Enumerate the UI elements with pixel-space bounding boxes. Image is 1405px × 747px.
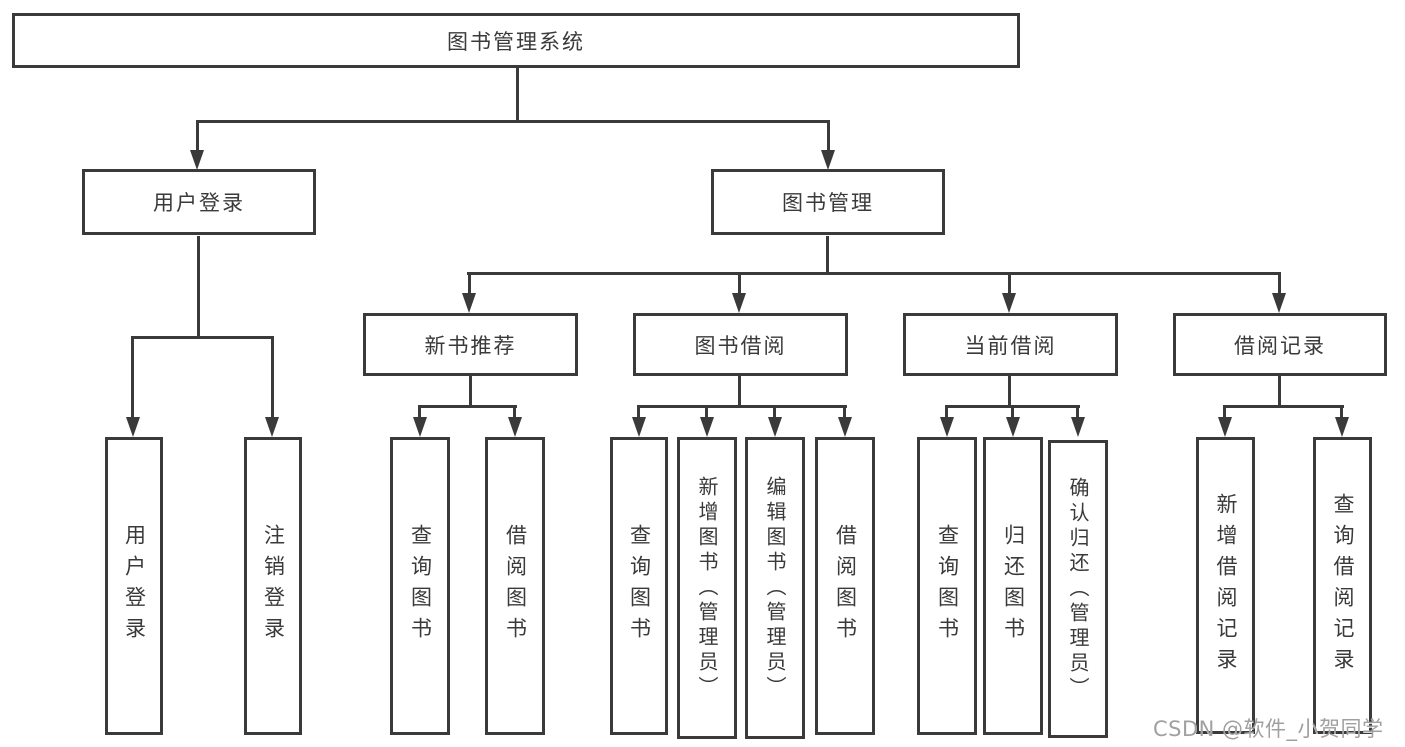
- connector-line: [197, 236, 200, 339]
- arrow-down-icon: [632, 417, 646, 437]
- connector-line: [637, 405, 640, 419]
- arrow-down-icon: [1335, 417, 1349, 437]
- connector-line: [1076, 405, 1079, 419]
- arrow-down-icon: [768, 417, 782, 437]
- leaf-cb-return-book: 归还图书: [983, 437, 1043, 735]
- leaf-label: 新增借阅记录: [1214, 492, 1238, 679]
- connector-line: [1008, 272, 1011, 296]
- node-label: 图书管理: [782, 191, 874, 215]
- leaf-label: 确认归还（管理员）: [1066, 476, 1090, 702]
- connector-line: [826, 236, 829, 275]
- connector-line: [945, 405, 948, 419]
- arrow-down-icon: [413, 417, 427, 437]
- connector-line: [196, 120, 199, 152]
- leaf-label: 借阅图书: [503, 524, 528, 648]
- node-label: 用户登录: [153, 191, 245, 215]
- connector-line: [1340, 405, 1343, 419]
- leaf-label: 借阅图书: [833, 524, 858, 648]
- connector-line: [131, 336, 134, 419]
- connector-line: [1011, 405, 1014, 419]
- arrow-down-icon: [1071, 417, 1085, 437]
- node-label: 图书借阅: [694, 333, 787, 358]
- leaf-label: 归还图书: [1001, 524, 1026, 648]
- leaf-label: 查询图书: [408, 524, 433, 648]
- connector-line: [131, 336, 274, 339]
- connector-line: [1278, 376, 1281, 408]
- leaf-label: 查询借阅记录: [1331, 492, 1355, 679]
- node-book-mgmt-branch: 图书管理: [711, 169, 945, 235]
- connector-line: [467, 272, 1281, 275]
- connector-line: [738, 272, 741, 296]
- leaf-cb-query-book: 查询图书: [917, 437, 977, 735]
- leaf-bb-borrow-book: 借阅图书: [815, 437, 875, 735]
- connector-line: [418, 405, 517, 408]
- leaf-cb-confirm-return: 确认归还（管理员）: [1048, 440, 1108, 738]
- leaf-bb-add-book: 新增图书（管理员）: [677, 437, 737, 739]
- node-label: 当前借阅: [964, 333, 1057, 358]
- arrow-down-icon: [1002, 293, 1016, 313]
- leaf-nbr-query-book: 查询图书: [390, 437, 450, 735]
- connector-line: [468, 272, 471, 296]
- arrow-down-icon: [821, 150, 835, 170]
- connector-line: [1223, 405, 1344, 408]
- leaf-label: 查询图书: [935, 524, 960, 648]
- arrow-down-icon: [940, 417, 954, 437]
- arrow-down-icon: [1272, 293, 1286, 313]
- arrow-down-icon: [700, 417, 714, 437]
- leaf-br-add-record: 新增借阅记录: [1196, 437, 1255, 734]
- leaf-nbr-borrow-book: 借阅图书: [485, 437, 545, 735]
- arrow-down-icon: [732, 293, 746, 313]
- leaf-label: 新增图书（管理员）: [695, 475, 719, 701]
- connector-line: [469, 376, 472, 408]
- arrow-down-icon: [1218, 417, 1232, 437]
- arrow-down-icon: [838, 417, 852, 437]
- connector-line: [1008, 376, 1011, 408]
- node-label: 新书推荐: [424, 333, 517, 358]
- node-new-book-rec: 新书推荐: [363, 313, 578, 376]
- node-root: 图书管理系统: [12, 13, 1020, 68]
- arrow-down-icon: [508, 417, 522, 437]
- leaf-label: 注销登录: [261, 524, 286, 648]
- connector-line: [196, 120, 830, 123]
- connector-line: [513, 405, 516, 419]
- arrow-down-icon: [462, 293, 476, 313]
- leaf-label: 编辑图书（管理员）: [763, 475, 787, 701]
- node-book-borrow: 图书借阅: [633, 313, 848, 376]
- connector-line: [516, 68, 519, 123]
- leaf-br-query-record: 查询借阅记录: [1313, 437, 1372, 734]
- connector-line: [637, 405, 847, 408]
- leaf-bb-query-book: 查询图书: [610, 437, 668, 735]
- connector-line: [418, 405, 421, 419]
- connector-line: [1278, 272, 1281, 296]
- connector-line: [773, 405, 776, 419]
- leaf-user-login: 用户登录: [105, 437, 163, 735]
- arrow-down-icon: [126, 417, 140, 437]
- connector-line: [1223, 405, 1226, 419]
- node-borrow-records: 借阅记录: [1173, 313, 1387, 376]
- node-label: 借阅记录: [1234, 333, 1326, 358]
- connector-line: [843, 405, 846, 419]
- connector-line: [705, 405, 708, 419]
- connector-line: [271, 336, 274, 419]
- csdn-watermark: CSDN @软件_小贺同学: [1153, 717, 1384, 741]
- connector-line: [738, 376, 741, 408]
- leaf-label: 用户登录: [122, 524, 147, 648]
- leaf-bb-edit-book: 编辑图书（管理员）: [745, 437, 805, 739]
- arrow-down-icon: [1006, 417, 1020, 437]
- node-user-login-branch: 用户登录: [82, 169, 316, 235]
- leaf-logout: 注销登录: [244, 437, 302, 735]
- arrow-down-icon: [190, 150, 204, 170]
- node-root-label: 图书管理系统: [447, 29, 585, 54]
- node-current-borrow: 当前借阅: [903, 313, 1118, 376]
- leaf-label: 查询图书: [627, 524, 652, 648]
- connector-line: [827, 120, 830, 152]
- arrow-down-icon: [265, 417, 279, 437]
